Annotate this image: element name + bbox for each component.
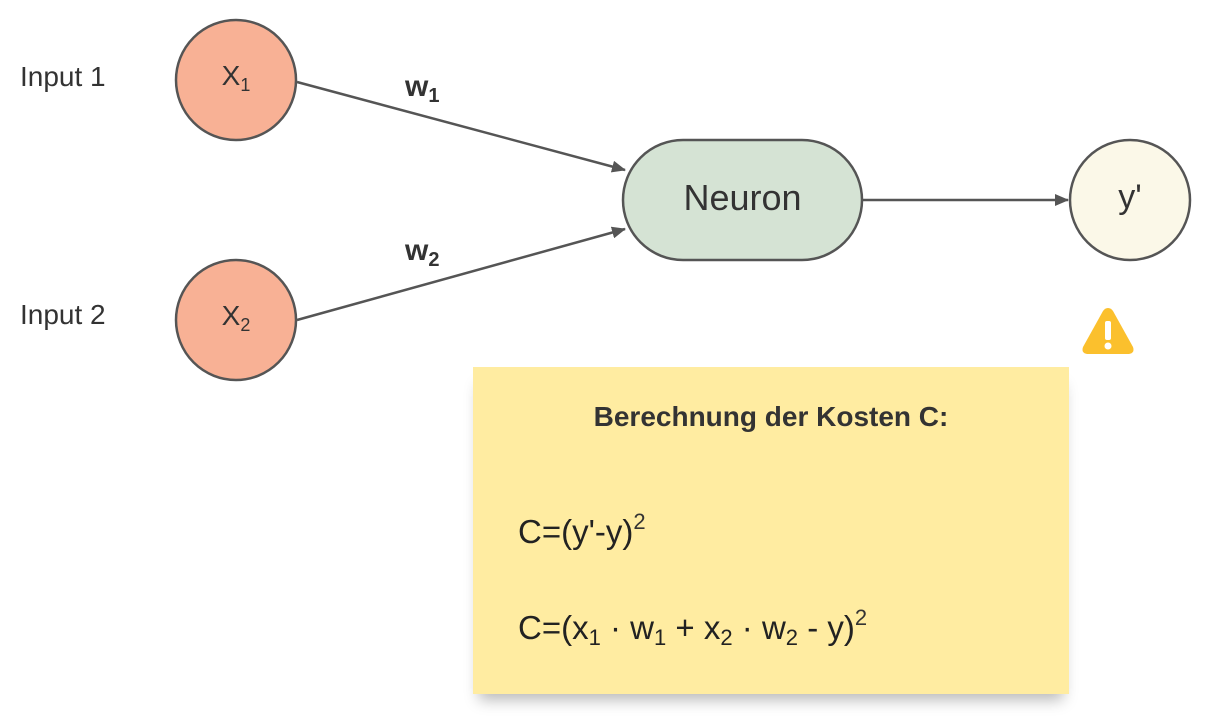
input-node-2-text: X2 bbox=[221, 300, 251, 335]
cost-note: Berechnung der Kosten C: C=(y'-y)2 C=(x1… bbox=[473, 367, 1069, 694]
weight-label-2: w2 bbox=[405, 234, 440, 271]
cost-formula-1: C=(y'-y)2 bbox=[518, 509, 646, 550]
input-node-2[interactable] bbox=[174, 258, 298, 382]
neuron-label: Neuron bbox=[683, 177, 802, 218]
neuron-node[interactable] bbox=[621, 138, 864, 262]
edge-input1-neuron bbox=[296, 80, 626, 173]
weight-label-1: w1 bbox=[405, 70, 440, 107]
warning-icon bbox=[1082, 308, 1134, 354]
output-label: y' bbox=[1118, 178, 1142, 216]
input-label-2: Input 2 bbox=[20, 299, 106, 330]
input-node-1[interactable] bbox=[174, 18, 298, 142]
note-title: Berechnung der Kosten C: bbox=[593, 401, 949, 432]
cost-formula-2: C=(x1 · w1 + x2 · w2 - y)2 bbox=[518, 605, 868, 650]
edge-input2-neuron bbox=[296, 226, 626, 322]
input-label-1: Input 1 bbox=[20, 61, 106, 92]
input-node-1-text: X1 bbox=[221, 60, 251, 95]
output-node[interactable] bbox=[1068, 138, 1192, 262]
